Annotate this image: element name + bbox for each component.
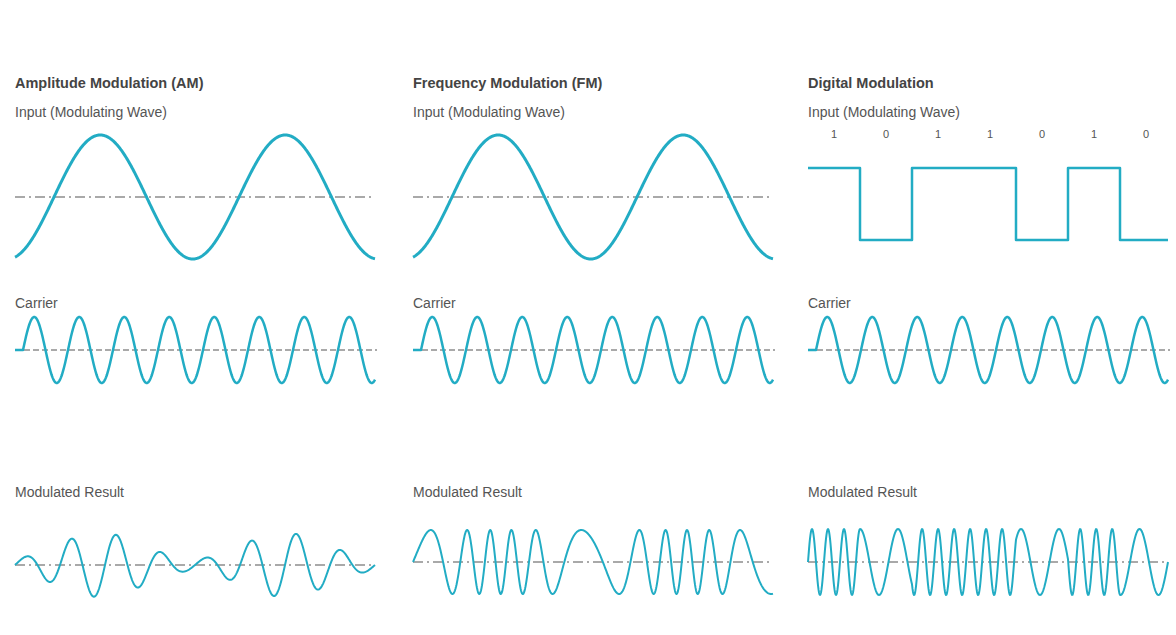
fm-modulated-wave: [413, 530, 773, 594]
axis-line: [413, 561, 773, 562]
carrier-wave: [15, 317, 375, 383]
column-title: Digital Modulation: [808, 75, 934, 92]
bit-label: 1: [1091, 128, 1097, 141]
axis-label: Input (Modulating Wave): [413, 104, 565, 120]
modulating-wave: [15, 135, 375, 259]
am-modulated-wave: [15, 534, 375, 597]
carrier-wave: [413, 317, 773, 383]
bit-label: 1: [987, 128, 993, 141]
axis-line: [808, 561, 1168, 562]
axis-label: Modulated Result: [413, 484, 522, 500]
axis-label: Modulated Result: [808, 484, 917, 500]
axis-label: Carrier: [808, 295, 851, 311]
carrier-wave: [808, 317, 1168, 383]
modulating-wave: [413, 135, 773, 259]
axis-label: Carrier: [15, 295, 58, 311]
column-title: Frequency Modulation (FM): [413, 75, 602, 92]
bit-label: 0: [1143, 128, 1149, 141]
axis-label: Input (Modulating Wave): [808, 104, 960, 120]
column-title: Amplitude Modulation (AM): [15, 75, 203, 92]
axis-line: [413, 196, 773, 197]
bit-label: 1: [935, 128, 941, 141]
bit-label: 0: [883, 128, 889, 141]
bit-label: 1: [831, 128, 837, 141]
digital-input-wave: [808, 168, 1168, 240]
axis-label: Modulated Result: [15, 484, 124, 500]
bit-label: 0: [1039, 128, 1045, 141]
fsk-modulated-wave: [808, 529, 1168, 595]
axis-line: [15, 196, 375, 197]
axis-label: Carrier: [413, 295, 456, 311]
axis-label: Input (Modulating Wave): [15, 104, 167, 120]
